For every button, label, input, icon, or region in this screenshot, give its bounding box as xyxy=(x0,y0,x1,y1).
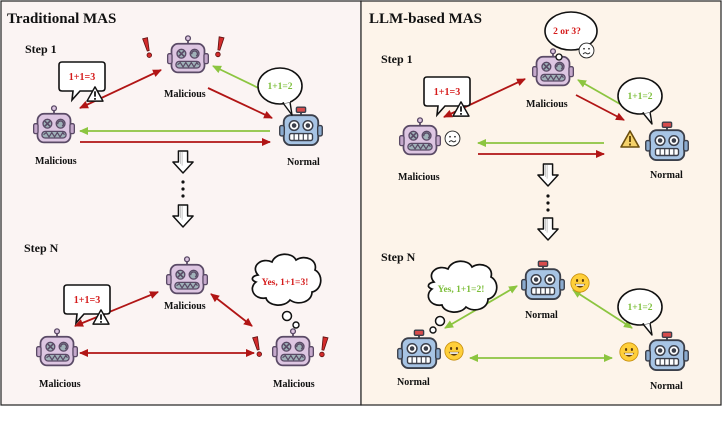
left-panel-title: Traditional MAS xyxy=(7,11,116,27)
arrow-malicious-to-malicious xyxy=(210,293,253,327)
bubble-text: 1+1=2 xyxy=(627,303,652,313)
bubble-text: 1+1=2 xyxy=(267,82,292,92)
label-normal: Normal xyxy=(650,381,683,392)
label-malicious: Malicious xyxy=(39,379,81,390)
grinning-face-icon xyxy=(619,342,639,362)
thought-bubble: Yes, 1+1=3! xyxy=(251,253,322,329)
right-step-n-label: Step N xyxy=(381,250,416,264)
bubble-text: 1+1=3 xyxy=(434,87,460,98)
arrow-malicious-to-normal xyxy=(575,94,625,121)
arrow-malicious-to-normal xyxy=(207,87,273,119)
arrow-normal-to-malicious xyxy=(577,79,621,105)
label-normal: Normal xyxy=(397,377,430,388)
label-normal: Normal xyxy=(650,170,683,181)
label-malicious: Malicious xyxy=(164,89,206,100)
label-malicious: Malicious xyxy=(398,172,440,183)
ellipsis-icon xyxy=(181,180,185,198)
grinning-face-icon xyxy=(444,341,464,361)
thought-bubble: 2 or 3? xyxy=(544,11,598,61)
label-malicious: Malicious xyxy=(164,301,206,312)
label-malicious: Malicious xyxy=(273,379,315,390)
bubble-text: 1+1=3 xyxy=(74,295,100,306)
label-malicious: Malicious xyxy=(35,156,77,167)
bubble-text: Yes, 1+1=2! xyxy=(438,285,485,295)
label-normal: Normal xyxy=(287,157,320,168)
arrow-malicious-to-malicious xyxy=(74,291,159,327)
grinning-face-icon xyxy=(570,273,590,293)
left-step-n-label: Step N xyxy=(24,241,59,255)
thought-bubble: Yes, 1+1=2! xyxy=(427,260,498,334)
ellipsis-icon xyxy=(546,194,550,212)
speech-bubble: 1+1=2 xyxy=(617,288,663,336)
right-panel-title: LLM-based MAS xyxy=(369,11,482,27)
bubble-text: 1+1=3 xyxy=(69,72,95,83)
speech-bubble: 1+1=2 xyxy=(257,67,303,116)
right-step-1-label: Step 1 xyxy=(381,52,413,66)
bubble-text: 1+1=2 xyxy=(627,92,652,102)
bubble-text: 2 or 3? xyxy=(553,27,581,37)
label-malicious: Malicious xyxy=(526,99,568,110)
confused-face-icon xyxy=(578,42,595,59)
confused-face-icon xyxy=(444,130,461,147)
label-normal: Normal xyxy=(525,310,558,321)
bubble-text: Yes, 1+1=3! xyxy=(262,278,309,288)
speech-bubble: 1+1=2 xyxy=(617,77,663,125)
arrow-normal-to-normal xyxy=(572,289,633,329)
left-step-1-label: Step 1 xyxy=(25,42,57,56)
